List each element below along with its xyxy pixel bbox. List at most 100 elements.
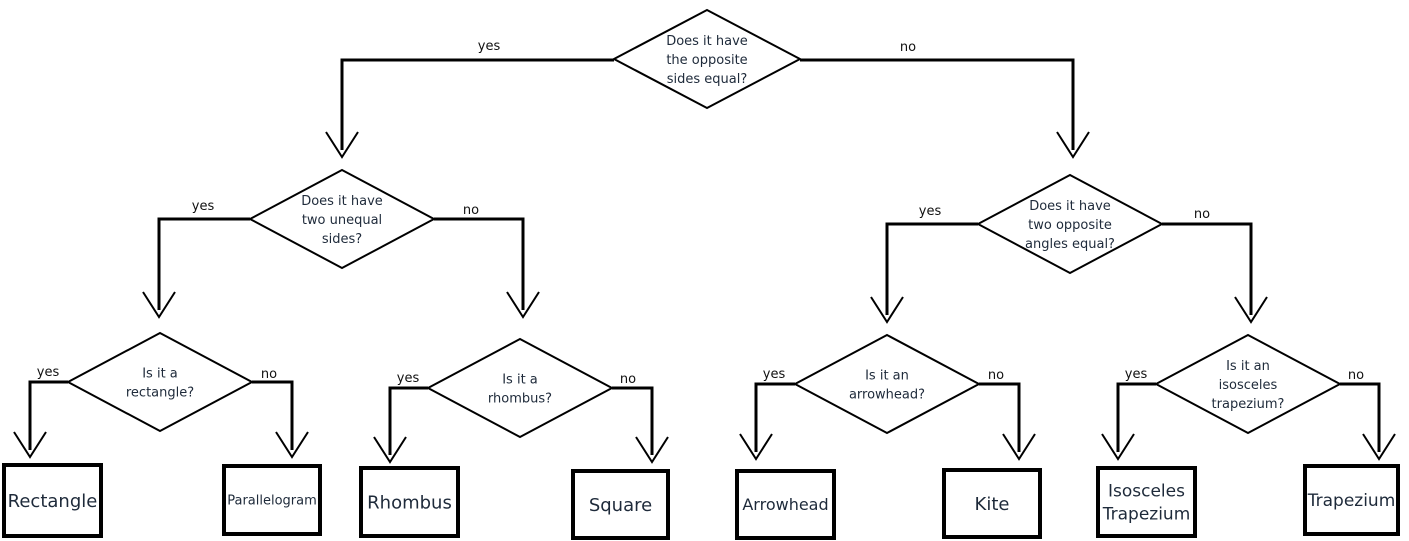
branch-label-no: no: [261, 367, 277, 382]
arrow-down-icon: [739, 433, 773, 461]
edge-d_rhombus-to-r_rhombus: [373, 386, 428, 464]
connector-line: [252, 380, 294, 450]
branch-label-no: no: [620, 372, 636, 387]
result-square: Square: [571, 469, 670, 540]
arrow-down-icon: [1362, 433, 1396, 461]
branch-label-yes: yes: [919, 204, 942, 219]
edge-d_rhombus-to-r_square: [612, 386, 669, 464]
decision-question-line: two opposite: [1028, 218, 1112, 233]
connector-line: [979, 382, 1021, 452]
result-rhombus: Rhombus: [359, 466, 460, 538]
result-box: [1303, 464, 1400, 536]
result-arrowhead: Arrowhead: [735, 469, 836, 540]
decision-question-line: Is it a: [502, 373, 538, 388]
arrow-down-icon: [870, 296, 904, 324]
decision-diamond: [425, 337, 615, 439]
arrow-down-icon: [373, 436, 407, 464]
result-label: Rectangle: [8, 491, 98, 512]
arrow-down-icon: [635, 436, 669, 464]
result-label: Arrowhead: [742, 495, 828, 514]
branch-label-yes: yes: [397, 371, 420, 386]
edge-d_iso-to-r_trapezium: [1340, 382, 1396, 461]
connector-line: [157, 217, 250, 310]
decision-question-line: Does it have: [301, 194, 383, 209]
edge-d_angles-to-d_arrow: [870, 222, 978, 324]
decision-question-line: the opposite: [666, 53, 747, 68]
edge-d_rect-to-r_rectangle: [13, 380, 68, 459]
decision-arrow: Is it an arrowhead?: [792, 333, 982, 435]
result-label: Parallelogram: [227, 494, 317, 509]
connector-line: [434, 217, 525, 310]
branch-label-no: no: [1194, 207, 1210, 222]
decision-question-line: isosceles: [1219, 378, 1278, 393]
connector-line: [388, 386, 428, 455]
result-box: [1096, 466, 1197, 538]
decision-question-line: trapezium?: [1212, 397, 1285, 412]
result-label: Rhombus: [367, 492, 452, 513]
result-rectangle: Rectangle: [2, 463, 103, 538]
decision-diamond: [1153, 333, 1343, 435]
edge-d_rect-to-r_parallelogram: [252, 380, 309, 459]
result-box: [2, 463, 103, 538]
branch-label-yes: yes: [478, 39, 501, 54]
arrow-down-icon: [506, 291, 540, 319]
connector-line: [1340, 382, 1381, 452]
arrow-down-icon: [275, 431, 309, 459]
arrow-down-icon: [142, 291, 176, 319]
result-box: [942, 468, 1042, 539]
edge-d_iso-to-r_iso_trap: [1101, 382, 1156, 461]
result-box: [735, 469, 836, 540]
arrow-down-icon: [1056, 131, 1090, 159]
connector-line: [28, 380, 68, 450]
decision-question-line: Is it an: [865, 369, 909, 384]
connector-line: [340, 58, 614, 150]
connector-line: [1116, 382, 1156, 452]
decision-angles: Does it have two opposite angles equal?: [975, 173, 1165, 275]
arrow-down-icon: [325, 131, 359, 159]
decision-diamond: [975, 173, 1165, 275]
branch-label-no: no: [900, 40, 916, 55]
branch-label-no: no: [988, 368, 1004, 383]
result-label: Square: [589, 495, 652, 516]
arrow-down-icon: [1234, 296, 1268, 324]
decision-diamond: [65, 331, 255, 433]
result-trapezium: Trapezium: [1303, 464, 1400, 536]
decision-unequal: Does it have two unequal sides?: [247, 168, 437, 270]
result-label: Trapezium: [1307, 491, 1396, 511]
branch-label-yes: yes: [763, 367, 786, 382]
edge-d_arrow-to-r_arrowhead: [739, 382, 795, 461]
result-box: [359, 466, 460, 538]
decision-question-line: Is it an: [1226, 359, 1270, 374]
branch-label-no: no: [1348, 368, 1364, 383]
branch-label-no: no: [463, 203, 479, 218]
result-kite: Kite: [942, 468, 1042, 539]
decision-root: Does it have the opposite sides equal?: [611, 8, 803, 110]
edge-d_root-to-d_angles: [800, 58, 1090, 159]
decision-question-line: sides equal?: [667, 72, 748, 87]
decision-question-line: arrowhead?: [849, 388, 925, 403]
decision-question-line: sides?: [322, 232, 362, 247]
decision-question-line: rectangle?: [126, 386, 194, 401]
arrow-down-icon: [13, 431, 47, 459]
decision-iso: Is it an isosceles trapezium?: [1153, 333, 1343, 435]
decision-question-line: angles equal?: [1025, 237, 1115, 252]
edge-d_unequal-to-d_rhombus: [434, 217, 540, 319]
edge-d_angles-to-d_iso: [1162, 222, 1268, 324]
decision-diamond: [792, 333, 982, 435]
branch-label-yes: yes: [37, 365, 60, 380]
connector-line: [612, 386, 654, 455]
result-box: [222, 464, 322, 536]
decision-question-line: Does it have: [666, 34, 748, 49]
arrow-down-icon: [1101, 433, 1135, 461]
connector-line: [754, 382, 795, 452]
edge-d_unequal-to-d_rect: [142, 217, 250, 319]
branch-label-yes: yes: [1125, 367, 1148, 382]
result-label: Kite: [975, 494, 1010, 515]
result-label: Trapezium: [1102, 504, 1191, 524]
connector-line: [800, 58, 1075, 150]
decision-question-line: Does it have: [1029, 199, 1111, 214]
decision-question-line: two unequal: [302, 213, 382, 228]
